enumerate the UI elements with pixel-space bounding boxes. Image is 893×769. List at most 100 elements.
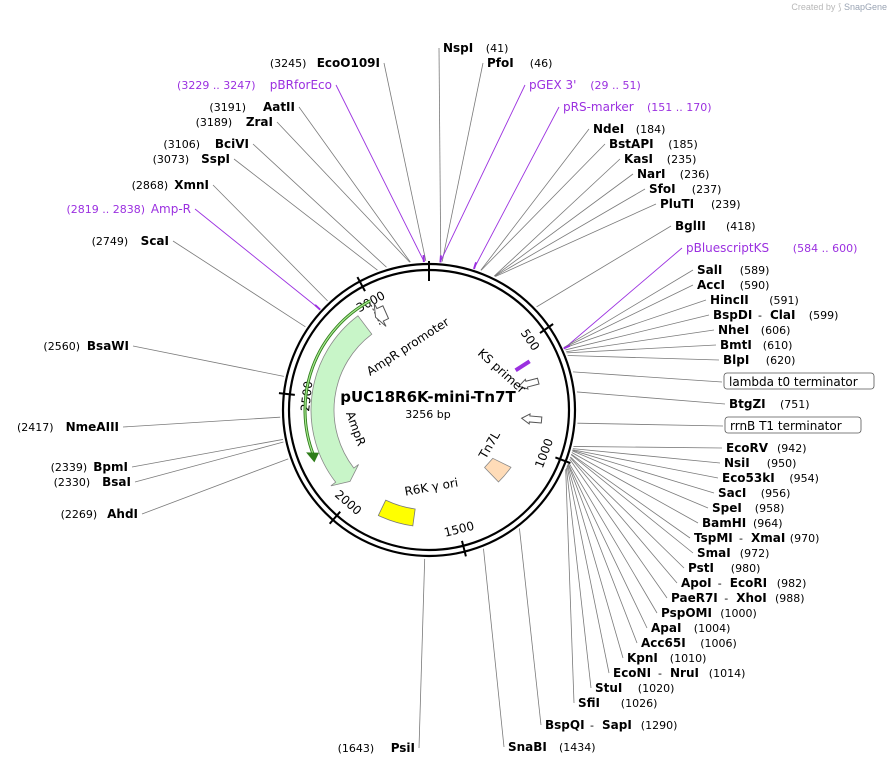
label-leader-line bbox=[122, 416, 281, 428]
enzyme-position: (970) bbox=[790, 532, 820, 545]
label-leader-line bbox=[572, 448, 721, 464]
label-leader-line bbox=[571, 452, 699, 524]
feature-label: Tn7L bbox=[476, 429, 503, 462]
enzyme-position: (46) bbox=[530, 57, 553, 70]
label-leader-line bbox=[494, 188, 646, 277]
label-leader-line bbox=[566, 344, 717, 354]
ampr-direction-arc-inner bbox=[304, 300, 371, 456]
feature-layer bbox=[303, 255, 571, 527]
enzyme-position: (2330) bbox=[54, 476, 91, 489]
enzyme-name: PspOMI bbox=[661, 606, 712, 620]
enzyme-position: (1026) bbox=[621, 697, 658, 710]
enzyme-name: BspDI bbox=[713, 308, 752, 322]
primer-name: pRS-marker bbox=[563, 100, 634, 114]
enzyme-position: (239) bbox=[711, 198, 741, 211]
enzyme-position: (590) bbox=[740, 279, 770, 292]
primer-site-marker bbox=[314, 304, 321, 311]
label-leader-line bbox=[495, 203, 657, 277]
enzyme-name: BciVI bbox=[215, 137, 249, 151]
label-leader-line bbox=[567, 463, 638, 644]
primer-range: (3229 .. 3247) bbox=[177, 79, 256, 92]
label-dash: - bbox=[758, 309, 762, 322]
label-leader-line bbox=[564, 284, 694, 348]
enzyme-position: (236) bbox=[680, 168, 710, 181]
label-leader-line bbox=[480, 143, 606, 271]
enzyme-position: (1004) bbox=[694, 622, 731, 635]
tick-label: 2000 bbox=[332, 487, 364, 518]
enzyme-name: SfiI bbox=[578, 696, 600, 710]
enzyme-name: NdeI bbox=[593, 122, 624, 136]
label-leader-line bbox=[564, 247, 683, 349]
enzyme-position: (3191) bbox=[209, 101, 246, 114]
tick-mark bbox=[555, 456, 571, 464]
tick-mark bbox=[278, 392, 295, 396]
snapgene-logo-icon: ⟆ bbox=[837, 2, 842, 12]
label-leader-line bbox=[383, 62, 427, 262]
ampr-direction-arrowhead bbox=[306, 452, 320, 463]
lambda-t0-terminator-arrow bbox=[517, 377, 540, 390]
primer-site-marker bbox=[439, 255, 442, 263]
feature-label: AmpR bbox=[343, 409, 368, 447]
enzyme-position: (41) bbox=[486, 42, 509, 55]
label-leader-line bbox=[438, 47, 442, 262]
enzyme-position: (988) bbox=[775, 592, 805, 605]
leader-lines bbox=[122, 47, 726, 749]
primer-name: Amp-R bbox=[151, 202, 191, 216]
enzyme-name: NmeAIII bbox=[66, 420, 119, 434]
enzyme-name: AccI bbox=[697, 278, 725, 292]
enzyme-position: (958) bbox=[755, 502, 785, 515]
enzyme-name: BsaI bbox=[102, 475, 131, 489]
label-leader-line bbox=[441, 62, 484, 262]
tick-mark bbox=[328, 511, 341, 525]
enzyme-position: (606) bbox=[761, 324, 791, 337]
label-dash: - bbox=[718, 577, 722, 590]
enzyme-name: TspMI bbox=[694, 531, 733, 545]
enzyme-position: (2560) bbox=[43, 340, 80, 353]
label-leader-line bbox=[563, 269, 694, 348]
enzyme-position: (1014) bbox=[709, 667, 746, 680]
label-leader-line bbox=[565, 314, 710, 351]
feature-label: AmpR promoter bbox=[364, 315, 452, 379]
enzyme-name: ApoI bbox=[681, 576, 712, 590]
enzyme-position: (591) bbox=[769, 294, 799, 307]
label-leader-line bbox=[576, 391, 726, 405]
plasmid-size: 3256 bp bbox=[405, 408, 450, 421]
callout-box bbox=[724, 416, 862, 434]
rrnb-t1-terminator-arrow bbox=[520, 413, 543, 425]
credit-prefix: Created by bbox=[791, 2, 836, 12]
enzyme-position: (1000) bbox=[720, 607, 757, 620]
terminator-callout: lambda t0 terminator bbox=[723, 372, 875, 390]
tick-label: 1500 bbox=[443, 519, 476, 540]
enzyme-position: (1643) bbox=[338, 742, 375, 755]
label-leader-line bbox=[564, 299, 707, 349]
enzyme-position: (954) bbox=[789, 472, 819, 485]
label-leader-line bbox=[480, 128, 590, 271]
enzyme-name: KpnI bbox=[627, 651, 658, 665]
label-dash: - bbox=[590, 719, 594, 732]
enzyme-name: SspI bbox=[201, 152, 230, 166]
label-leader-line bbox=[536, 225, 672, 308]
enzyme-name: BspQI bbox=[545, 718, 585, 732]
label-leader-line bbox=[194, 208, 320, 310]
primer-name: pBluescriptKS bbox=[686, 241, 769, 255]
label-leader-line bbox=[565, 467, 592, 689]
terminator-name: rrnB T1 terminator bbox=[730, 419, 842, 433]
enzyme-name: PsiI bbox=[391, 741, 415, 755]
enzyme-name: Acc65I bbox=[641, 636, 686, 650]
label-leader-line bbox=[572, 449, 719, 479]
enzyme-name: PstI bbox=[688, 561, 714, 575]
enzyme-position: (235) bbox=[667, 153, 697, 166]
enzyme-name: NheI bbox=[718, 323, 749, 337]
terminator-callout: rrnB T1 terminator bbox=[724, 416, 862, 434]
label-leader-line bbox=[572, 449, 715, 494]
primer-range: (29 .. 51) bbox=[590, 79, 641, 92]
callout-box bbox=[723, 372, 875, 390]
primer-name: pBRforEco bbox=[270, 78, 332, 92]
tick-mark bbox=[356, 276, 366, 292]
label-leader-line bbox=[494, 158, 621, 277]
enzyme-name-2: NruI bbox=[670, 666, 699, 680]
primer-range: (151 .. 170) bbox=[647, 101, 712, 114]
enzyme-name: EcoO109I bbox=[317, 56, 380, 70]
enzyme-name-2: SapI bbox=[602, 718, 632, 732]
